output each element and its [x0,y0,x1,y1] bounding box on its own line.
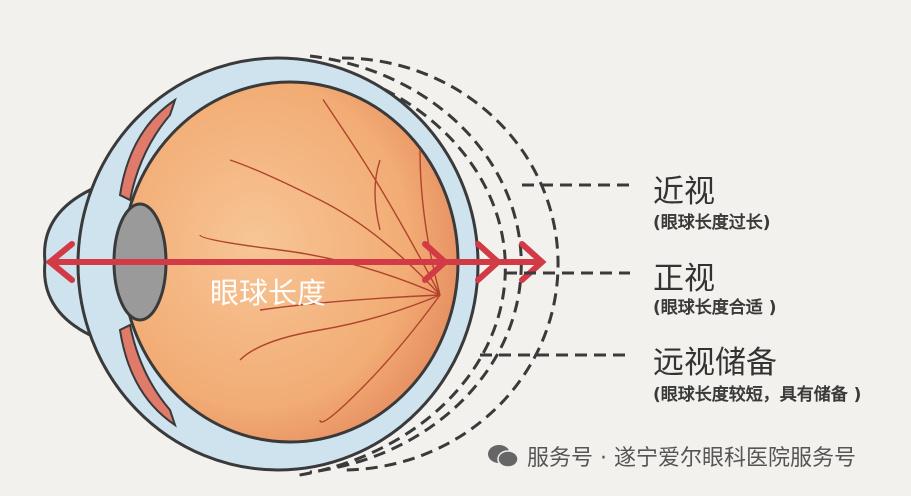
footer-watermark: 服务号 · 遂宁爱尔眼科医院服务号 [487,440,856,472]
far-arc [293,58,507,478]
myopia-title: 近视 [653,174,715,210]
footer-text: 服务号 · 遂宁爱尔眼科医院服务号 [527,446,856,471]
ciliary-body-top [118,97,177,202]
emmetropia-title: 正视 [653,261,715,297]
ciliary-body-bottom [118,323,177,428]
eye-length-label: 眼球长度 [210,276,327,310]
wechat-icon [488,445,519,468]
emmetropia-note: (眼球长度合适 ) [653,298,777,318]
myopia-note: (眼球长度过长) [653,213,771,233]
hyperopia-reserve-title: 远视储备 [653,345,777,381]
hyperopia-reserve-note: (眼球长度较短，具有储备 ) [653,385,862,405]
leader-lines [480,183,630,357]
